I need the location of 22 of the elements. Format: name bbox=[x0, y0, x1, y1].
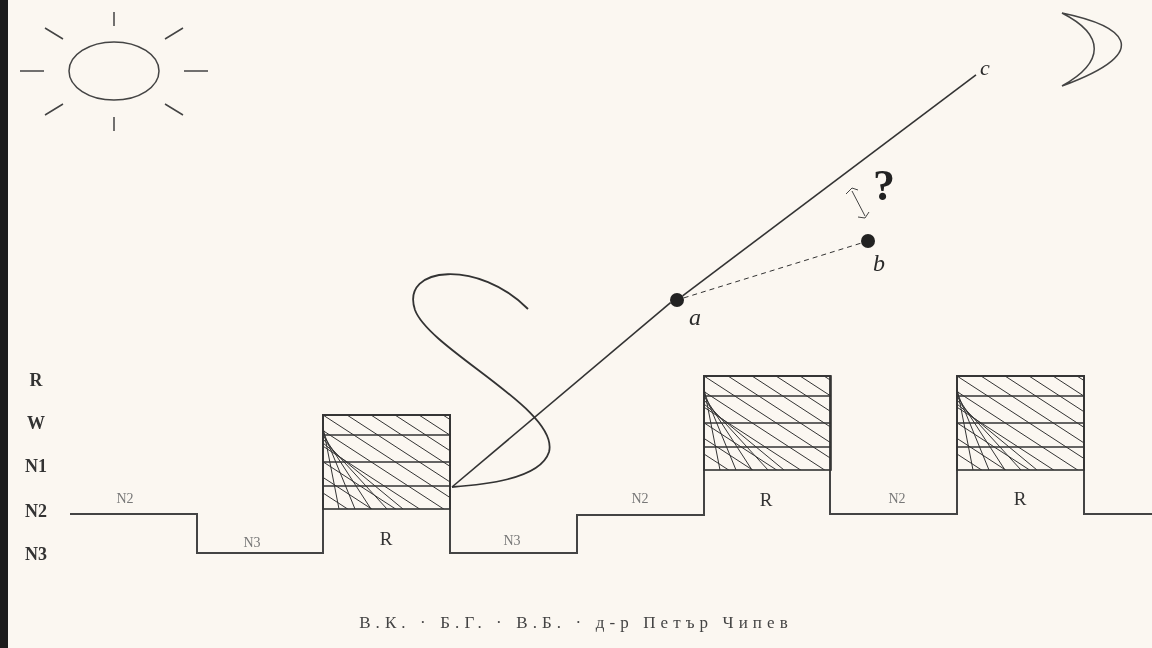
point-label: b bbox=[873, 251, 885, 275]
layer-label: N3 bbox=[25, 545, 47, 563]
dashed-line bbox=[683, 242, 862, 299]
level-label: R bbox=[1013, 488, 1027, 508]
level-label: R bbox=[759, 489, 773, 509]
point-label: a bbox=[689, 305, 701, 329]
line bbox=[451, 301, 672, 488]
level-label: R bbox=[379, 528, 393, 548]
layer-label: R bbox=[29, 371, 43, 389]
level-label: N2 bbox=[116, 492, 134, 506]
layer-label: N2 bbox=[25, 502, 47, 520]
level-label: N2 bbox=[631, 492, 649, 506]
level-label: N2 bbox=[888, 492, 906, 506]
level-label: N3 bbox=[503, 534, 521, 548]
line bbox=[681, 74, 977, 297]
caption: В.К. · Б.Г. · В.Б. · д-р Петър Чипев bbox=[358, 612, 794, 634]
question-mark: ? bbox=[873, 164, 895, 208]
point-label: c bbox=[976, 55, 994, 81]
s-curve-drawing bbox=[412, 273, 550, 488]
level-label: N3 bbox=[243, 536, 261, 550]
layer-label: W bbox=[27, 414, 45, 432]
layer-label: N1 bbox=[25, 457, 47, 475]
